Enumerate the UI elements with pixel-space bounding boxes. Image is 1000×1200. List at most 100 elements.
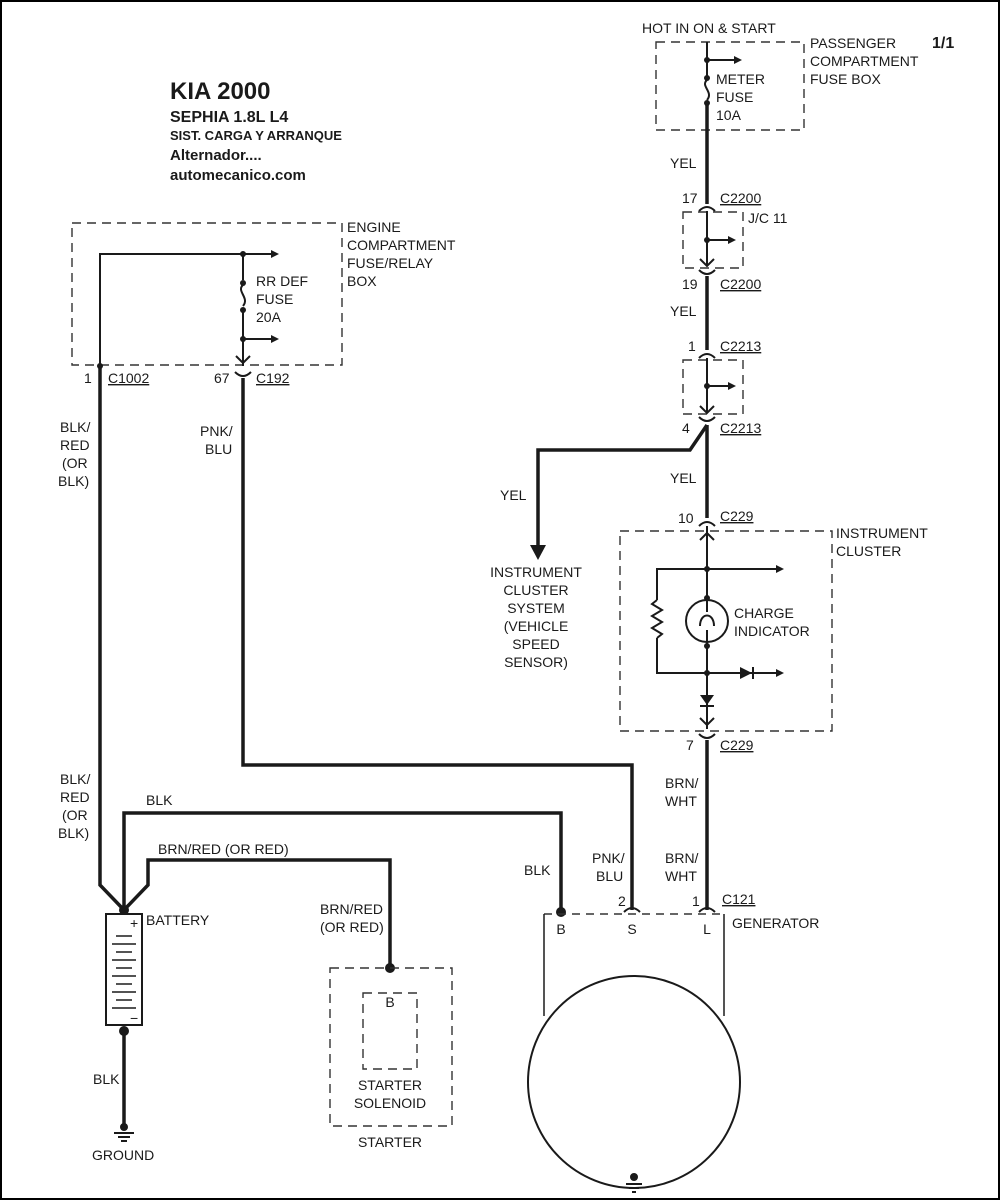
vss-label-5: SPEED: [512, 636, 559, 652]
gen-terminal-s: S: [627, 921, 636, 937]
ground-label: GROUND: [92, 1147, 154, 1163]
c192-pin: 67: [214, 370, 230, 386]
c229-bot-pin: 7: [686, 737, 694, 753]
yel-label-2: YEL: [670, 303, 697, 319]
yel-label-1: YEL: [670, 155, 697, 171]
engine-box-label-1: ENGINE: [347, 219, 401, 235]
brn-wht-label-b-2: WHT: [665, 868, 697, 884]
brn-red-h-label: BRN/RED (OR RED): [158, 841, 289, 857]
title: KIA 2000: [170, 78, 271, 105]
site-name: automecanico.com: [170, 167, 306, 184]
c2213-top-name: C2213: [720, 338, 761, 354]
engine-box-label-3: FUSE/RELAY: [347, 255, 434, 271]
passenger-box-label-2: COMPARTMENT: [810, 53, 919, 69]
brn-wht-label-a-1: BRN/: [665, 775, 699, 791]
charge-indicator-label-1: CHARGE: [734, 605, 794, 621]
c121-pin: 1: [692, 893, 700, 909]
gen-b-terminal-dot: [556, 907, 566, 917]
gen-s-pin: 2: [618, 893, 626, 909]
pnk-blu-b-1: PNK/: [592, 850, 625, 866]
blk-top-label: BLK: [146, 792, 173, 808]
passenger-box-label-3: FUSE BOX: [810, 71, 881, 87]
c192-name: C192: [256, 370, 290, 386]
c2213-bot-name: C2213: [720, 420, 761, 436]
blk-red-a-4: BLK): [58, 473, 89, 489]
brn-red-v-label-2: (OR RED): [320, 919, 384, 935]
c121-name: C121: [722, 891, 756, 907]
pnk-blu-b-2: BLU: [596, 868, 623, 884]
engine-fuse-box: [71, 222, 343, 366]
c2200-top-pin: 17: [682, 190, 698, 206]
cluster-label-1: INSTRUMENT: [836, 525, 928, 541]
battery-label: BATTERY: [146, 912, 210, 928]
battery-cells: [112, 935, 136, 1009]
blk-gen-wire: [122, 811, 563, 910]
junction-label: J/C 11: [748, 210, 788, 226]
yel-label-3: YEL: [670, 470, 697, 486]
brn-red-wire: [122, 858, 392, 968]
brn-red-v-label-1: BRN/RED: [320, 901, 383, 917]
starter-solenoid-box: [362, 992, 418, 1070]
c2200-connector-top: [698, 206, 716, 212]
page-number: 1/1: [932, 35, 954, 52]
starter-label: STARTER: [358, 1134, 422, 1150]
vss-label-6: SENSOR): [504, 654, 568, 670]
instrument-cluster-box: [619, 530, 833, 732]
gen-l-connector: [698, 907, 716, 913]
vss-branch-arrow: [530, 545, 546, 560]
generator-ground-icon: [626, 1173, 642, 1193]
ground-wire-label: BLK: [93, 1071, 120, 1087]
blk-red-a-2: RED: [60, 437, 90, 453]
component-name: Alternador....: [170, 147, 262, 164]
vss-wire-label: YEL: [500, 487, 527, 503]
c229-bot-name: C229: [720, 737, 754, 753]
battery-minus: −: [130, 1010, 138, 1026]
engine-box-label-2: COMPARTMENT: [347, 237, 456, 253]
meter-fuse-label-2: FUSE: [716, 89, 753, 105]
battery-positive-dot: [119, 905, 129, 915]
passenger-box-label-1: PASSENGER: [810, 35, 896, 51]
engine-box-label-4: BOX: [347, 273, 377, 289]
cluster-label-2: CLUSTER: [836, 543, 901, 559]
blk-red-a-3: (OR: [62, 455, 88, 471]
pnk-blu-a-1: PNK/: [200, 423, 233, 439]
rr-def-fuse-label-1: RR DEF: [256, 273, 308, 289]
starter-solenoid-label-1: STARTER: [358, 1077, 422, 1093]
c2213-bus: [699, 358, 736, 415]
blk-red-b-1: BLK/: [60, 771, 90, 787]
gen-terminal-b: B: [556, 921, 565, 937]
meter-fuse-label-3: 10A: [716, 107, 742, 123]
c2213-connector-bottom: [698, 416, 716, 422]
c229-connector-bottom: [698, 733, 716, 739]
starter-solenoid-label-2: SOLENOID: [354, 1095, 426, 1111]
meter-fuse-label-1: METER: [716, 71, 765, 87]
generator-body: [527, 914, 741, 1189]
c2200-top-name: C2200: [720, 190, 761, 206]
c229-connector-top: [698, 521, 716, 527]
c192-connector: [234, 371, 252, 377]
ground-icon: [114, 1123, 134, 1142]
model: SEPHIA 1.8L L4: [170, 109, 288, 126]
vss-branch-wire: [536, 424, 709, 548]
rr-def-fuse-symbol: [97, 250, 279, 369]
starter-terminal-b: B: [385, 994, 394, 1010]
blk-red-b-3: (OR: [62, 807, 88, 823]
c2213-bot-pin: 4: [682, 420, 690, 436]
blk-red-a-1: BLK/: [60, 419, 90, 435]
gen-s-connector: [623, 907, 641, 913]
rr-def-fuse-label-3: 20A: [256, 309, 282, 325]
blk-red-wire: [98, 366, 126, 912]
c2200-bot-pin: 19: [682, 276, 698, 292]
system-name: SIST. CARGA Y ARRANQUE: [170, 128, 342, 143]
passenger-fuse-box: [655, 41, 805, 131]
battery-plus: +: [130, 915, 138, 931]
meter-fuse-symbol: [704, 42, 742, 106]
c2200-bot-name: C2200: [720, 276, 761, 292]
rr-def-fuse-label-2: FUSE: [256, 291, 293, 307]
pnk-blu-a-2: BLU: [205, 441, 232, 457]
charge-indicator-label-2: INDICATOR: [734, 623, 810, 639]
c229-top-name: C229: [720, 508, 754, 524]
brn-wht-label-a-2: WHT: [665, 793, 697, 809]
c1002-name: C1002: [108, 370, 149, 386]
